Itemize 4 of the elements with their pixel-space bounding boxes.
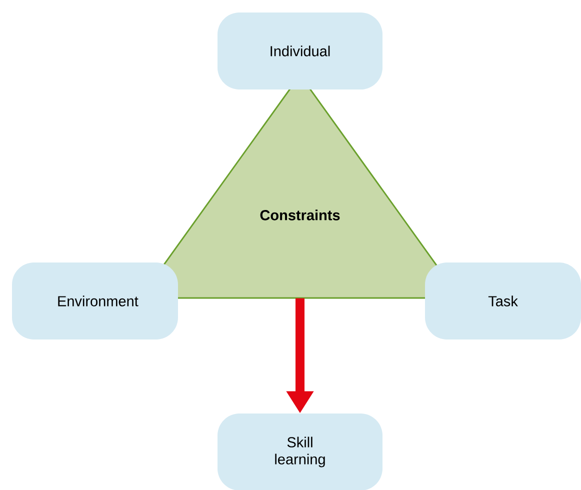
rounded-box: Individual [218, 12, 382, 90]
rounded-box: Task [425, 262, 581, 340]
rounded-box: Skill learning [218, 414, 382, 490]
rounded-box: Environment [12, 262, 178, 340]
